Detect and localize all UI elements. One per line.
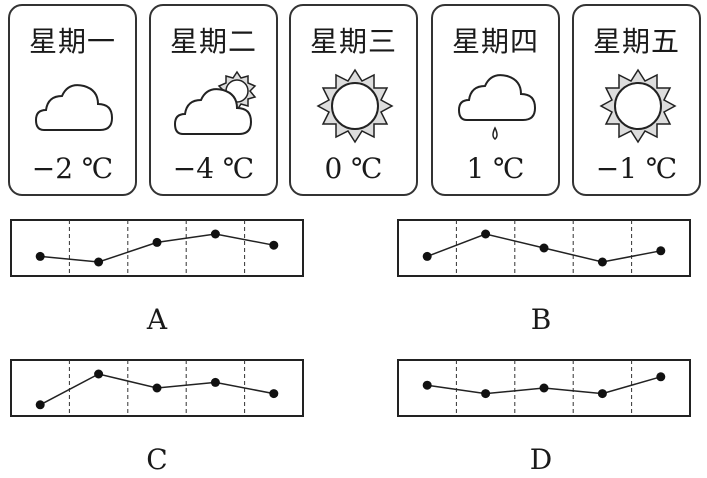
- day-label: 星期四: [451, 25, 539, 58]
- data-point: [539, 383, 549, 393]
- temperature: 1 ℃: [466, 152, 525, 185]
- rain-icon: [457, 74, 537, 140]
- day-label: 星期一: [28, 25, 116, 58]
- cloud-icon: [34, 84, 114, 131]
- data-point: [422, 251, 432, 261]
- cloud-sun-icon: [173, 70, 257, 135]
- temperature: −1 ℃: [595, 152, 678, 185]
- temperature: −4 ℃: [172, 152, 255, 185]
- day-card-2: 星期二 −4 ℃: [149, 4, 278, 196]
- day-card-5: 星期五 −1 ℃: [572, 4, 701, 196]
- data-point: [152, 237, 162, 247]
- day-label: 星期三: [309, 25, 397, 58]
- data-point: [481, 229, 491, 239]
- data-point: [35, 251, 45, 261]
- option-d-graph: [397, 359, 691, 417]
- data-point: [597, 257, 607, 267]
- day-label: 星期二: [169, 25, 257, 58]
- temperature: −2 ℃: [31, 152, 114, 185]
- option-label-c: C: [146, 443, 168, 476]
- option-b-graph: [397, 219, 691, 277]
- option-label-b: B: [530, 303, 552, 336]
- day-card-3: 星期三 0 ℃: [289, 4, 418, 196]
- day-label: 星期五: [592, 25, 680, 58]
- option-a-graph: [10, 219, 304, 277]
- data-point: [539, 243, 549, 253]
- temperature: 0 ℃: [324, 152, 383, 185]
- data-point: [210, 377, 220, 387]
- option-label-d: D: [529, 443, 553, 476]
- data-point: [94, 369, 104, 379]
- data-point: [152, 383, 162, 393]
- data-point: [94, 257, 104, 267]
- sun-icon: [599, 68, 677, 144]
- data-point: [35, 400, 45, 410]
- day-card-1: 星期一 −2 ℃: [8, 4, 137, 196]
- data-point: [210, 229, 220, 239]
- option-c-graph: [10, 359, 304, 417]
- data-point: [422, 380, 432, 390]
- data-point: [656, 246, 666, 256]
- day-card-4: 星期四 1 ℃: [431, 4, 560, 196]
- sun-icon: [316, 68, 394, 144]
- data-point: [597, 389, 607, 399]
- data-point: [481, 389, 491, 399]
- graph-frame: [10, 219, 304, 277]
- option-label-a: A: [146, 303, 168, 336]
- data-point: [656, 372, 666, 382]
- data-point: [269, 389, 279, 399]
- data-point: [269, 240, 279, 250]
